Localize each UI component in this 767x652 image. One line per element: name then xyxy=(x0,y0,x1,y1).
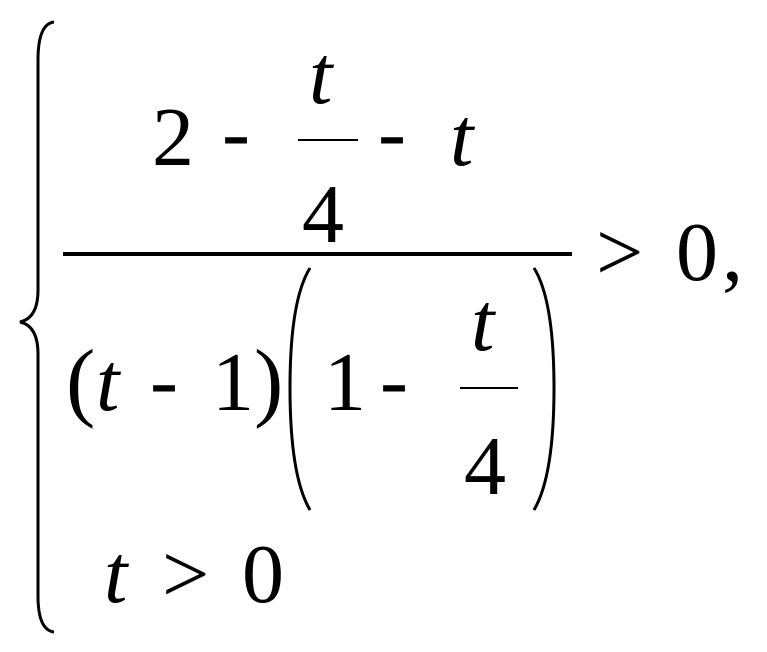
second-inequality: t > 0 xyxy=(104,528,284,621)
second-var-t: t xyxy=(104,528,130,621)
second-relation: > xyxy=(162,528,209,621)
numerator-const-2: 2 xyxy=(152,91,194,184)
numerator-minus-1: - xyxy=(222,86,250,179)
denominator-paren-right: ) xyxy=(254,333,283,430)
denominator: ( t - 1 ) 1 - t 4 xyxy=(66,267,556,513)
denominator-const-1: 1 xyxy=(212,336,254,429)
denominator-paren-left: ( xyxy=(66,333,95,430)
numerator-frac-4: 4 xyxy=(302,168,344,261)
denominator-frac-4: 4 xyxy=(464,420,506,513)
denominator-frac-t: t xyxy=(471,276,497,369)
first-separator: , xyxy=(722,206,743,299)
denominator-minus-2: - xyxy=(380,334,408,427)
numerator-frac-t: t xyxy=(309,29,335,122)
denominator-minus: - xyxy=(150,334,178,427)
first-rhs: 0 xyxy=(676,206,718,299)
first-relation: > xyxy=(596,206,643,299)
system-brace xyxy=(19,20,55,634)
second-rhs: 0 xyxy=(242,528,284,621)
big-paren-right xyxy=(532,267,556,511)
numerator-var-t: t xyxy=(450,91,476,184)
big-paren-left xyxy=(288,267,312,511)
numerator: 2 - t 4 - t xyxy=(152,29,476,261)
denominator-var-t: t xyxy=(96,336,122,429)
numerator-minus-2: - xyxy=(378,86,406,179)
denominator-const-1b: 1 xyxy=(324,336,366,429)
